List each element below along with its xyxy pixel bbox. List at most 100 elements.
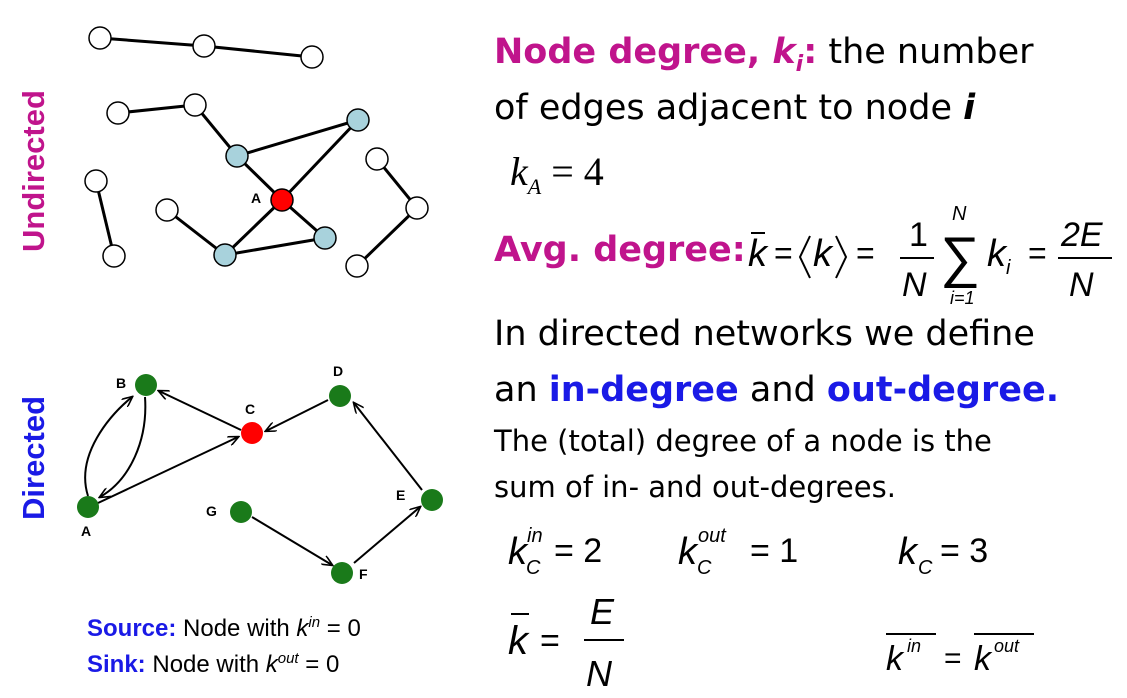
kcout-sup: out — [698, 525, 727, 547]
avg-dir-e: E — [590, 591, 615, 632]
svg-text:k: k — [748, 233, 769, 275]
svg-text:i: i — [1006, 257, 1011, 279]
sink-sup: out — [277, 650, 299, 667]
sink-eq: = 0 — [298, 651, 340, 678]
neighbor-node — [346, 108, 370, 132]
sink-footnote: Sink: Node with kout = 0 — [87, 650, 339, 679]
edge — [223, 198, 284, 257]
avg-in-sup: in — [907, 636, 921, 656]
svg-text:k: k — [898, 531, 919, 573]
node-label-e: E — [396, 487, 405, 503]
svg-text:k: k — [813, 233, 834, 275]
edge — [224, 236, 326, 257]
node-f — [331, 562, 353, 584]
edge — [166, 208, 226, 257]
node-label-d: D — [333, 363, 343, 379]
edge-b-a — [100, 396, 147, 497]
out-degree-term: out-degree. — [826, 370, 1060, 410]
svg-text:k: k — [974, 640, 993, 678]
svg-text:=: = — [856, 235, 875, 271]
sum-top: N — [952, 203, 967, 225]
node — [106, 101, 130, 125]
kcout-val: = 1 — [750, 532, 798, 570]
node — [345, 254, 369, 278]
directed-intro-line2: an in-degree and out-degree. — [494, 370, 1059, 410]
svg-text:=: = — [944, 642, 962, 675]
svg-text:k: k — [678, 531, 699, 573]
kc-formulas: k in C = 2 k out C = 1 k C = 3 — [508, 525, 988, 579]
avg-n2: N — [1069, 266, 1094, 304]
node-degree-symbol: k — [772, 32, 796, 72]
node-degree-desc1: the number — [817, 32, 1034, 72]
node-degree-sub: i — [795, 52, 804, 77]
node-degree-desc2: of edges adjacent to node — [494, 88, 964, 128]
edge-a-b — [84, 397, 132, 497]
svg-text:∑: ∑ — [940, 225, 980, 288]
neighbor-node — [225, 144, 249, 168]
directed-intro2-a: an — [494, 370, 549, 410]
sink-label: Sink: — [87, 651, 146, 678]
node — [88, 26, 112, 50]
kcin-sub: C — [526, 557, 541, 579]
node-label-c: C — [245, 401, 255, 417]
node — [183, 93, 207, 117]
edge-a-c — [97, 437, 238, 504]
source-label: Source: — [87, 615, 177, 642]
node — [192, 34, 216, 58]
svg-text:k: k — [987, 233, 1008, 275]
in-degree-term: in-degree — [548, 370, 739, 410]
sink-text: Node with — [145, 651, 266, 678]
ka-sub: A — [527, 174, 542, 199]
node-degree-colon: : — [803, 32, 818, 72]
node-a-label: A — [251, 190, 261, 206]
edge — [355, 206, 419, 268]
node-a — [270, 188, 294, 212]
ka-k: k — [510, 149, 528, 194]
source-footnote: Source: Node with kin = 0 — [87, 614, 361, 643]
neighbor-node — [313, 226, 337, 250]
kcin-val: = 2 — [554, 532, 602, 570]
node-label-g: G — [206, 503, 217, 519]
source-text: Node with — [176, 615, 297, 642]
directed-intro-line1: In directed networks we define — [494, 314, 1035, 354]
edge — [236, 118, 359, 158]
node — [365, 147, 389, 171]
avg-directed-formula: k = E N — [508, 591, 624, 694]
edge-e-d — [354, 403, 423, 491]
kc-sub: C — [918, 557, 933, 579]
edge-f-e — [353, 507, 420, 564]
total-degree-line1: The (total) degree of a node is the — [494, 424, 992, 458]
avg-one: 1 — [909, 216, 928, 254]
svg-text:=: = — [774, 235, 793, 271]
undirected-graph: A — [84, 26, 429, 278]
node-degree-line1: Node degree, ki: the number — [494, 32, 1034, 77]
node-degree-desc2-var: i — [963, 88, 976, 128]
node — [155, 198, 179, 222]
avg-dir-n: N — [586, 653, 613, 694]
avg-2e: 2E — [1060, 216, 1103, 254]
kcout-sub: C — [697, 557, 712, 579]
edge-c-b — [159, 391, 242, 431]
node — [102, 244, 126, 268]
node-degree-line2: of edges adjacent to node i — [494, 88, 975, 128]
edge-g-f — [251, 516, 332, 565]
node-label-f: F — [359, 566, 368, 582]
node-e — [421, 489, 443, 511]
edge — [203, 44, 313, 59]
node-label-a: A — [81, 523, 91, 539]
total-degree-line2: sum of in- and out-degrees. — [494, 470, 896, 504]
directed-intro2-b: and — [738, 370, 827, 410]
source-sup: in — [308, 614, 321, 631]
svg-text:=: = — [540, 622, 560, 660]
sum-bot: i=1 — [950, 288, 975, 308]
edge — [117, 103, 196, 115]
node — [300, 45, 324, 69]
node-b — [135, 374, 157, 396]
avg-in-out-formula: k in = k out — [886, 633, 1034, 678]
source-k: k — [296, 615, 309, 642]
avg-degree-formula: k = k = 1 N N ∑ i=1 k i = 2E N — [748, 203, 1112, 308]
svg-text:k: k — [886, 640, 905, 678]
directed-graph: B C D A G E F — [77, 363, 443, 584]
neighbor-node — [213, 243, 237, 267]
undirected-label: Undirected — [16, 90, 51, 252]
